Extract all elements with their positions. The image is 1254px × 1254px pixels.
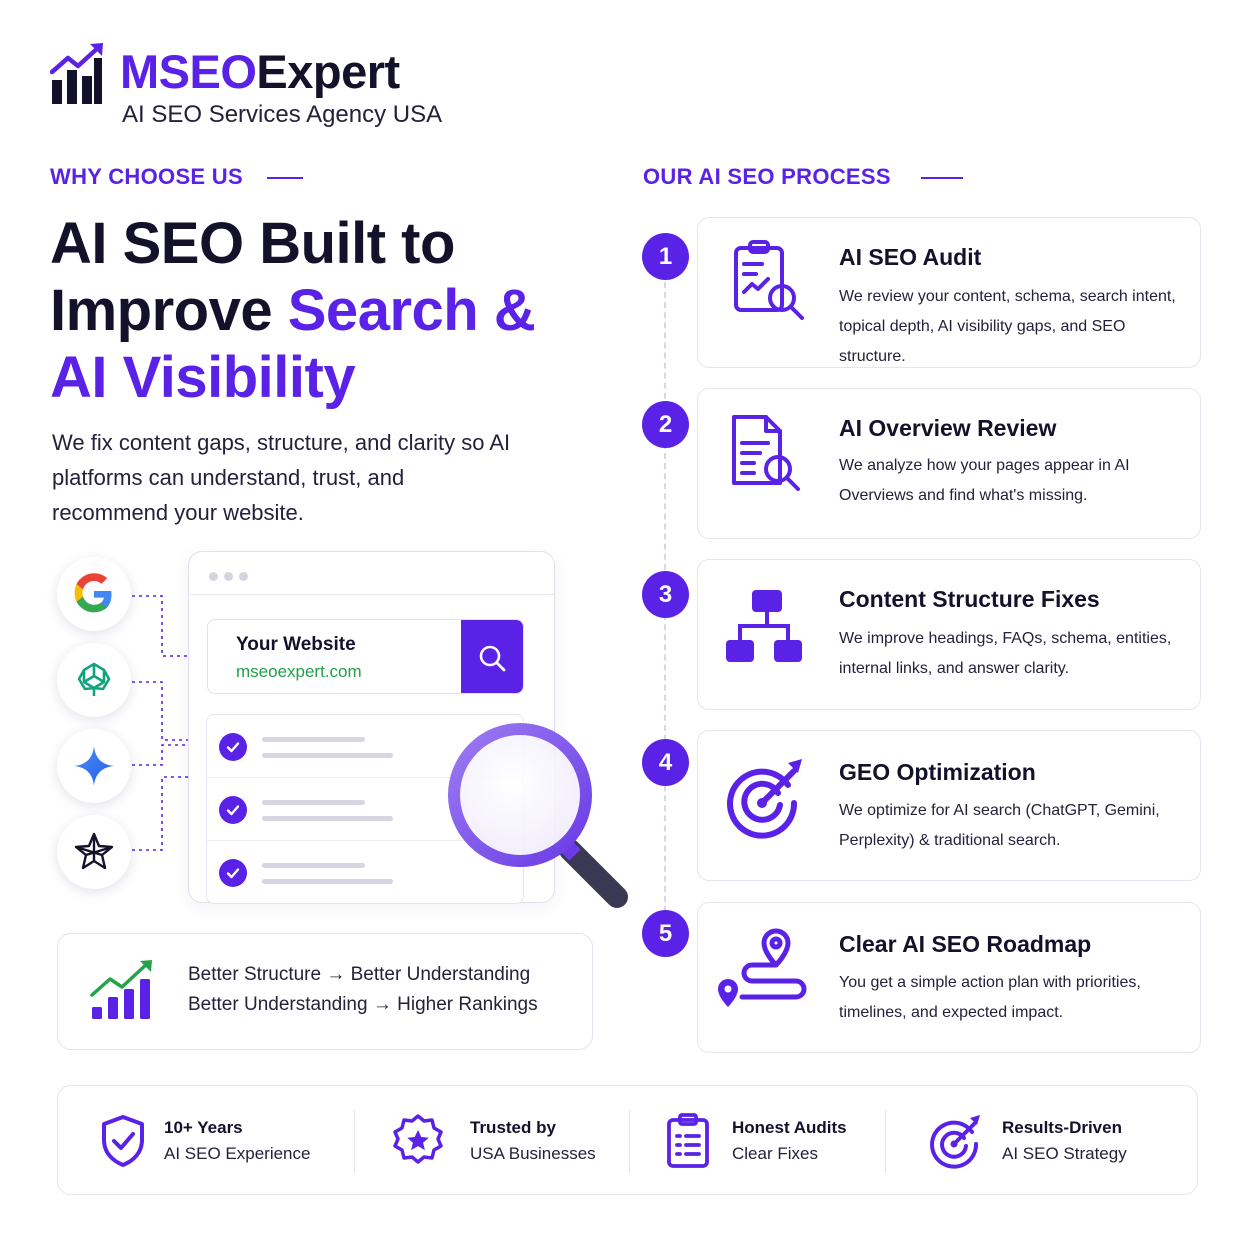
gemini-icon: [74, 746, 114, 786]
website-url: mseoexpert.com: [236, 662, 362, 681]
website-title: Your Website: [236, 634, 356, 655]
step-description: We review your content, schema, search i…: [839, 288, 1176, 365]
process-step-audit: AI SEO Audit We review your content, sch…: [697, 217, 1201, 368]
process-step-structure: Content Structure Fixes We improve headi…: [697, 559, 1201, 710]
why-eyebrow: WHY CHOOSE US: [50, 164, 303, 190]
target-icon: [727, 759, 802, 839]
arrow-icon: →: [326, 964, 346, 985]
platform-chatgpt: [57, 643, 131, 717]
search-icon: [479, 645, 506, 671]
step-title: AI Overview Review: [839, 415, 1057, 441]
route-map-icon: [718, 928, 807, 1007]
process-step-overview: AI Overview Review We analyze how your p…: [697, 388, 1201, 539]
logo-chart-icon: [50, 43, 103, 104]
window-dots: [209, 568, 254, 586]
step-title: Content Structure Fixes: [839, 586, 1100, 612]
step-title: GEO Optimization: [839, 759, 1036, 785]
platform-connectors: [132, 595, 188, 851]
brand-tagline: AI SEO Services Agency USA: [122, 101, 443, 128]
sitemap-icon: [726, 590, 802, 662]
perplexity-icon: [74, 832, 114, 870]
step-description: We optimize for AI search (ChatGPT, Gemi…: [839, 802, 1160, 849]
lede-text: We fix content gaps, structure, and clar…: [52, 430, 511, 525]
check-icon: [219, 796, 247, 824]
step-number: 5: [642, 910, 689, 957]
audit-clipboard-icon: [734, 240, 804, 320]
results-list: [206, 714, 524, 904]
magnifier-icon: [448, 723, 628, 908]
step-number: 2: [642, 401, 689, 448]
list-item: [207, 715, 523, 778]
step-description: We improve headings, FAQs, schema, entit…: [839, 630, 1172, 677]
process-step-geo: GEO Optimization We optimize for AI sear…: [697, 730, 1201, 881]
step-title: Clear AI SEO Roadmap: [839, 931, 1092, 957]
list-item: [207, 841, 523, 904]
list-item: [207, 778, 523, 841]
search-button[interactable]: [461, 620, 523, 693]
growth-chart-icon: [90, 960, 152, 1019]
platform-perplexity: [57, 815, 131, 889]
step-number: 1: [642, 233, 689, 280]
step-description: You get a simple action plan with priori…: [839, 974, 1141, 1021]
step-number: 3: [642, 571, 689, 618]
step-description: We analyze how your pages appear in AI O…: [839, 457, 1130, 504]
arrow-icon: →: [372, 994, 392, 1015]
benefit-line-1: Better Structure → Better Understanding: [188, 964, 531, 985]
check-icon: [219, 733, 247, 761]
star-badge-icon: [393, 1114, 443, 1164]
benefit-line-2: Better Understanding → Higher Rankings: [188, 994, 538, 1015]
website-search-box[interactable]: Your Website mseoexpert.com: [207, 619, 524, 694]
platform-google: [57, 557, 131, 631]
check-icon: [219, 859, 247, 887]
process-eyebrow: OUR AI SEO PROCESS: [643, 164, 963, 190]
main-headline: AI SEO Built to Improve Search & AI Visi…: [50, 211, 536, 410]
google-icon: [74, 573, 112, 613]
document-search-icon: [732, 415, 800, 491]
benefit-card: Better Structure → Better Understanding …: [57, 933, 593, 1050]
step-number: 4: [642, 739, 689, 786]
brand-name: MSEOExpert: [120, 45, 400, 98]
platform-gemini: [57, 729, 131, 803]
step-title: AI SEO Audit: [839, 244, 982, 270]
target-arrow-icon: [930, 1115, 980, 1169]
checklist-icon: [667, 1113, 709, 1168]
process-step-roadmap: Clear AI SEO Roadmap You get a simple ac…: [697, 902, 1201, 1053]
chatgpt-icon: [77, 662, 111, 696]
shield-check-icon: [102, 1115, 144, 1167]
